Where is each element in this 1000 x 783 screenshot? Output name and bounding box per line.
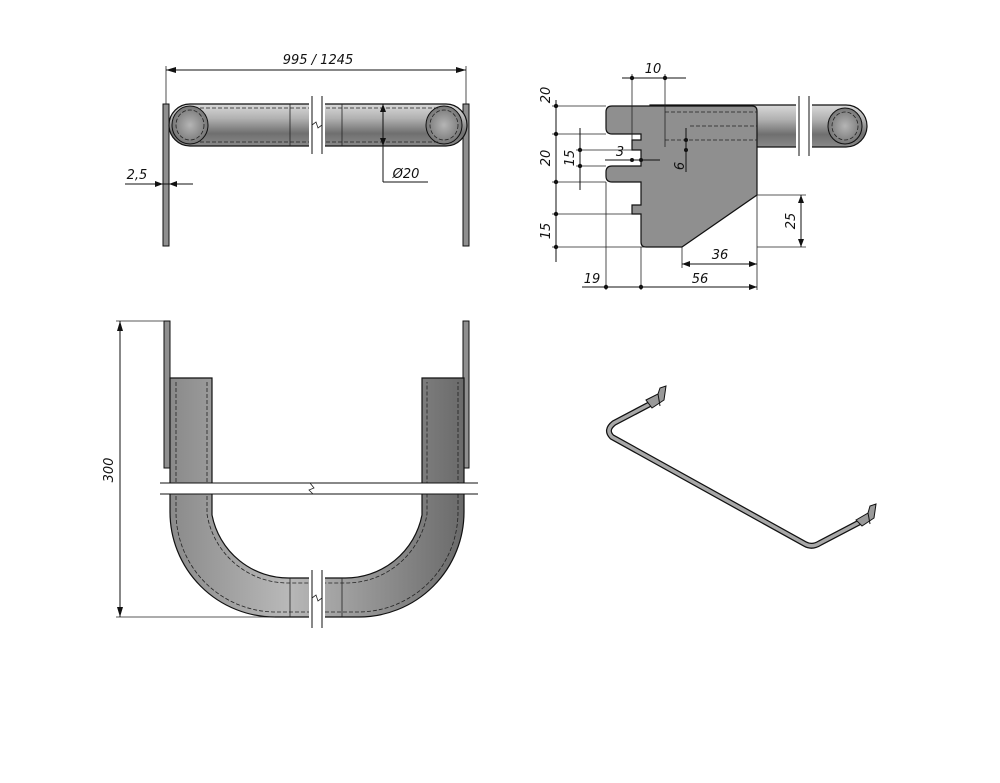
bracket-dim-25: 25 — [784, 213, 799, 230]
bracket-dim-19: 19 — [584, 272, 601, 287]
bracket-dim-36: 36 — [712, 248, 729, 263]
isometric-view — [606, 385, 877, 549]
bracket-dim-mid-20: 20 — [539, 150, 554, 167]
overall-length-label: 995 / 1245 — [283, 53, 354, 68]
right-tube-end — [425, 105, 463, 145]
left-tube-end — [171, 105, 209, 145]
bracket-dim-6: 6 — [673, 162, 688, 170]
iso-right-bracket — [855, 503, 877, 527]
top-view: 995 / 1245 2,5 Ø20 — [125, 53, 470, 247]
iso-left-bracket — [645, 385, 667, 409]
bracket-dim-3: 3 — [616, 145, 624, 160]
bracket-plate — [605, 105, 758, 248]
tube-diameter-label: Ø20 — [392, 167, 420, 182]
plan-u-tube — [169, 377, 465, 618]
iso-rail — [606, 400, 865, 549]
bracket-dim-15-left: 15 — [563, 150, 578, 167]
bracket-dim-10: 10 — [645, 62, 662, 77]
plan-view: 300 — [102, 320, 480, 628]
bracket-dim-bottom-15: 15 — [539, 223, 554, 240]
bracket-dim-56: 56 — [692, 272, 709, 287]
left-wall-plate — [162, 103, 170, 247]
plan-left-plate — [163, 320, 171, 469]
bracket-dim-top-20: 20 — [539, 87, 554, 104]
plate-thickness-label: 2,5 — [127, 168, 148, 183]
depth-300-label: 300 — [102, 458, 117, 483]
bracket-detail-view: 20 20 15 15 10 3 6 25 — [539, 62, 868, 290]
